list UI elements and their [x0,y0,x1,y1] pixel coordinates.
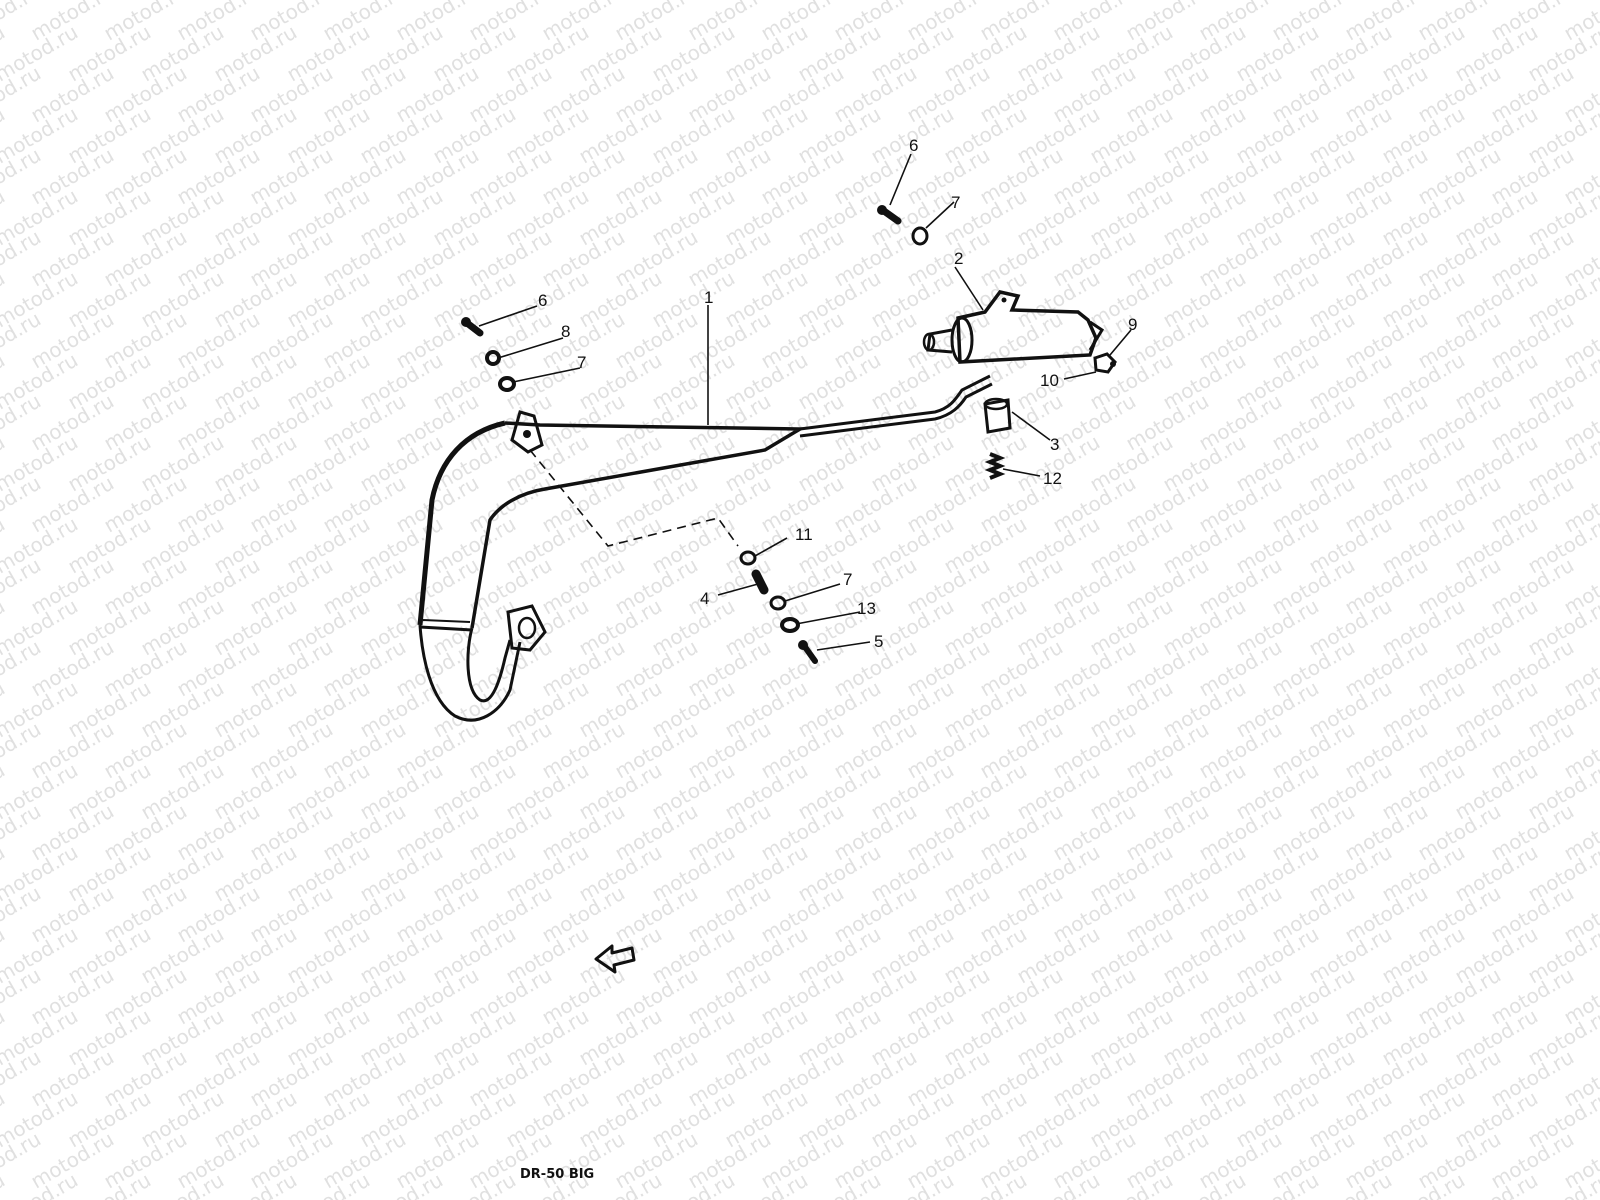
assembly-guide-line [529,449,739,547]
callout-6-left: 6 [538,291,547,310]
leader-lines [478,153,1132,651]
callout-13: 13 [857,599,876,618]
model-label: DR-50 BIG [520,1167,594,1182]
callout-7-bottom: 7 [843,570,852,589]
callout-4: 4 [700,589,709,608]
callout-8: 8 [561,322,570,341]
callout-6-top: 6 [909,136,918,155]
callout-9: 9 [1128,315,1137,334]
callout-7-left: 7 [577,353,586,372]
callout-11: 11 [795,525,813,544]
front-arrow-icon [594,944,636,974]
callout-5: 5 [874,632,883,651]
callout-12: 12 [1043,469,1062,488]
clamp [984,452,1006,480]
callout-3: 3 [1050,435,1059,454]
callout-10: 10 [1040,371,1059,390]
exhaust-pipe [417,374,993,722]
callout-7-top: 7 [951,193,960,212]
watermark-text: motod.ru [0,1168,9,1200]
callout-2: 2 [954,249,963,268]
sleeve [983,397,1012,434]
callout-1: 1 [704,288,713,307]
muffler [922,290,1105,364]
callout-labels: 1 2 3 12 6 7 6 8 7 9 10 11 4 7 13 5 [538,136,1137,651]
